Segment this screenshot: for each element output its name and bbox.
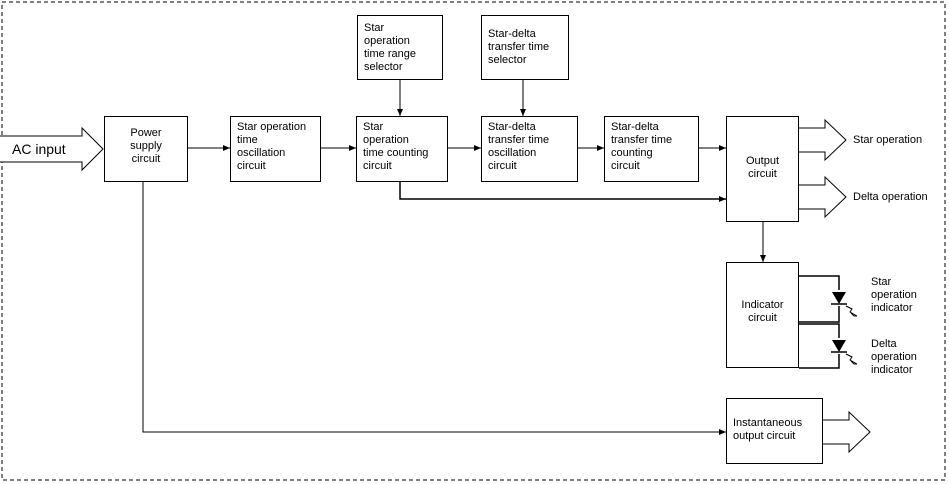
ac-input-label: AC input <box>12 141 66 157</box>
power-supply-block: Power supply circuit <box>104 116 188 182</box>
star-range-selector-block: Star operation time range selector <box>357 15 443 80</box>
transfer-counting-block: Star-delta transfer time counting circui… <box>604 116 699 182</box>
delta-operation-arrow <box>799 175 847 219</box>
transfer-oscillation-block: Star-delta transfer time oscillation cir… <box>481 116 578 182</box>
ac-input-arrow <box>0 126 104 172</box>
star-indicator-label: Star operation indicator <box>871 276 917 314</box>
star-led-icon <box>831 292 858 317</box>
delta-indicator-label: Delta operation indicator <box>871 338 917 376</box>
star-operation-label: Star operation <box>853 134 923 146</box>
transfer-selector-block: Star-delta transfer time selector <box>481 15 569 80</box>
indicator-block: Indicator circuit <box>726 262 799 368</box>
led-wiring <box>799 275 840 369</box>
star-oscillation-block: Star operation time oscillation circuit <box>230 116 321 182</box>
instantaneous-output-block: Instantaneous output circuit <box>726 398 823 464</box>
star-operation-arrow <box>799 118 847 162</box>
instantaneous-output-arrow <box>823 410 871 454</box>
delta-led-icon <box>831 340 858 365</box>
wire-power-to-instantaneous <box>142 182 726 435</box>
delta-operation-label: Delta operation <box>853 191 928 203</box>
wire-counting-to-output <box>399 182 726 202</box>
star-counting-block: Star operation time counting circuit <box>356 116 448 182</box>
output-block: Output circuit <box>726 116 799 222</box>
